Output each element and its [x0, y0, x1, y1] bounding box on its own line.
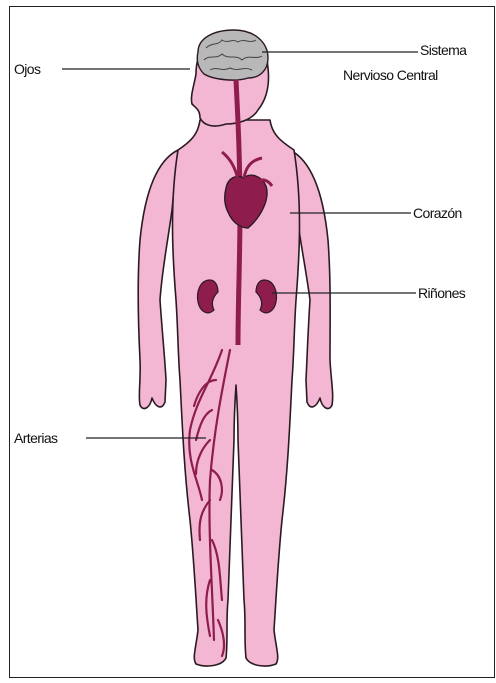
body-silhouette: [138, 32, 333, 666]
kidneys-label: Riñones: [418, 285, 465, 301]
cns-label-line2: Nervioso Central: [343, 67, 438, 83]
brain-shape: [197, 30, 268, 80]
arteries-label: Arterias: [14, 430, 57, 446]
eyes-label: Ojos: [14, 61, 40, 77]
cns-label-line1: Sistema: [420, 42, 466, 58]
heart-label: Corazón: [413, 205, 462, 221]
